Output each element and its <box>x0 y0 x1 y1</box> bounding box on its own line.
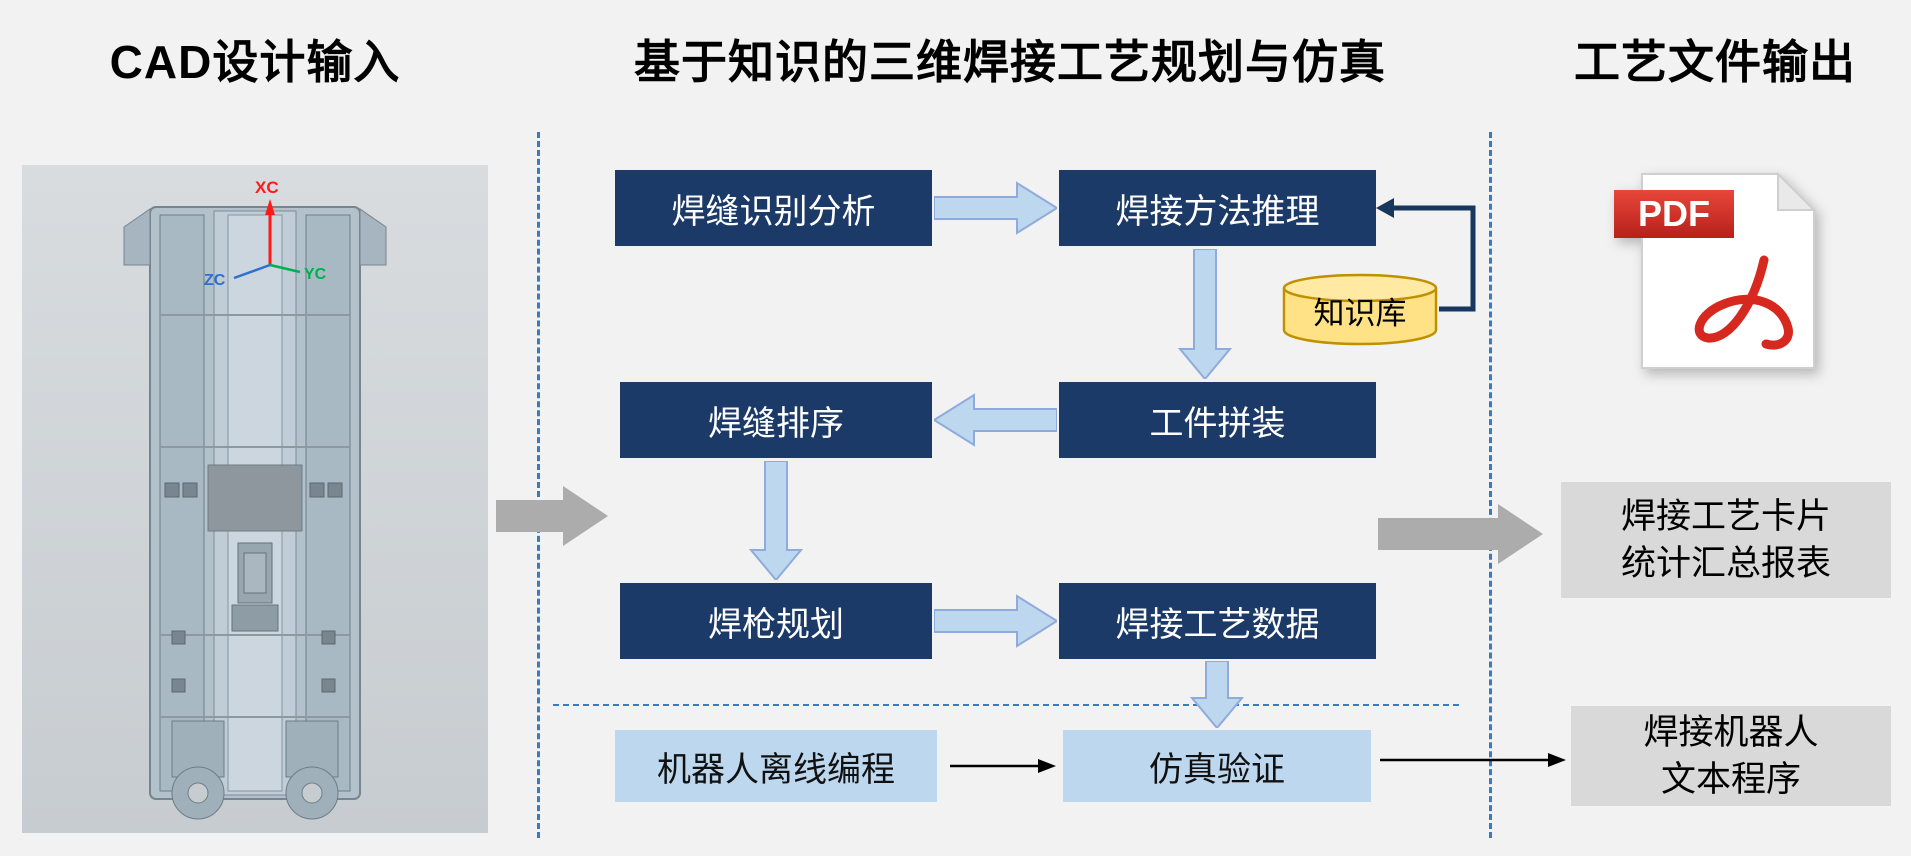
output-program-line2: 文本程序 <box>1660 760 1801 799</box>
arrow-torch-to-data <box>933 593 1059 654</box>
box-offline-programming: 机器人离线编程 <box>615 730 937 802</box>
knowledge-base-label: 知识库 <box>1313 296 1407 331</box>
cad-axis-z-label: ZC <box>204 272 226 289</box>
box-seam-sequencing: 焊缝排序 <box>620 382 932 458</box>
pdf-file-icon: PDF <box>1604 168 1826 374</box>
box-workpiece-assembly: 工件拼装 <box>1059 382 1376 458</box>
cad-axis-x-label: XC <box>255 178 279 197</box>
arrow-data-to-simulation <box>1189 660 1245 733</box>
title-cad-input: CAD设计输入 <box>109 36 401 88</box>
output-robot-program-box: 焊接机器人 文本程序 <box>1571 706 1891 806</box>
right-dashed-boundary <box>1489 132 1492 838</box>
box-torch-planning: 焊枪规划 <box>620 583 932 659</box>
output-report-line2: 统计汇总报表 <box>1620 544 1831 583</box>
title-process-output: 工艺文件输出 <box>1574 36 1856 88</box>
arrow-reasoning-to-assembly <box>1177 248 1233 384</box>
simulation-dashed-divider <box>553 704 1459 706</box>
knowledge-base-cylinder: 知识库 <box>1281 272 1439 346</box>
output-report-box: 焊接工艺卡片 统计汇总报表 <box>1561 482 1891 598</box>
box-process-data: 焊接工艺数据 <box>1059 583 1376 659</box>
knowledge-base-connector <box>1370 190 1495 330</box>
box-seam-recognition: 焊缝识别分析 <box>615 170 932 246</box>
cad-model-drawing: XC ZC YC <box>123 178 387 820</box>
database-icon <box>1282 273 1438 346</box>
arrow-sequencing-to-torch <box>748 460 804 585</box>
box-simulation-verification: 仿真验证 <box>1063 730 1371 802</box>
planning-to-output-arrow <box>1378 502 1543 571</box>
box-method-reasoning: 焊接方法推理 <box>1059 170 1376 246</box>
title-process-planning: 基于知识的三维焊接工艺规划与仿真 <box>634 36 1386 88</box>
arrow-recognition-to-reasoning <box>933 180 1059 241</box>
arrow-programming-to-simulation <box>948 752 1056 785</box>
arrow-simulation-to-program-output <box>1378 746 1566 779</box>
output-report-line1: 焊接工艺卡片 <box>1620 496 1831 536</box>
left-dashed-boundary <box>537 132 540 838</box>
pdf-badge-label: PDF <box>1638 193 1710 234</box>
cad-model-image: XC ZC YC <box>22 165 488 833</box>
cad-axis-y-label: YC <box>304 266 327 283</box>
cad-to-planning-arrow <box>496 484 608 553</box>
output-program-line1: 焊接机器人 <box>1643 712 1819 752</box>
arrow-assembly-to-sequencing <box>932 392 1058 453</box>
